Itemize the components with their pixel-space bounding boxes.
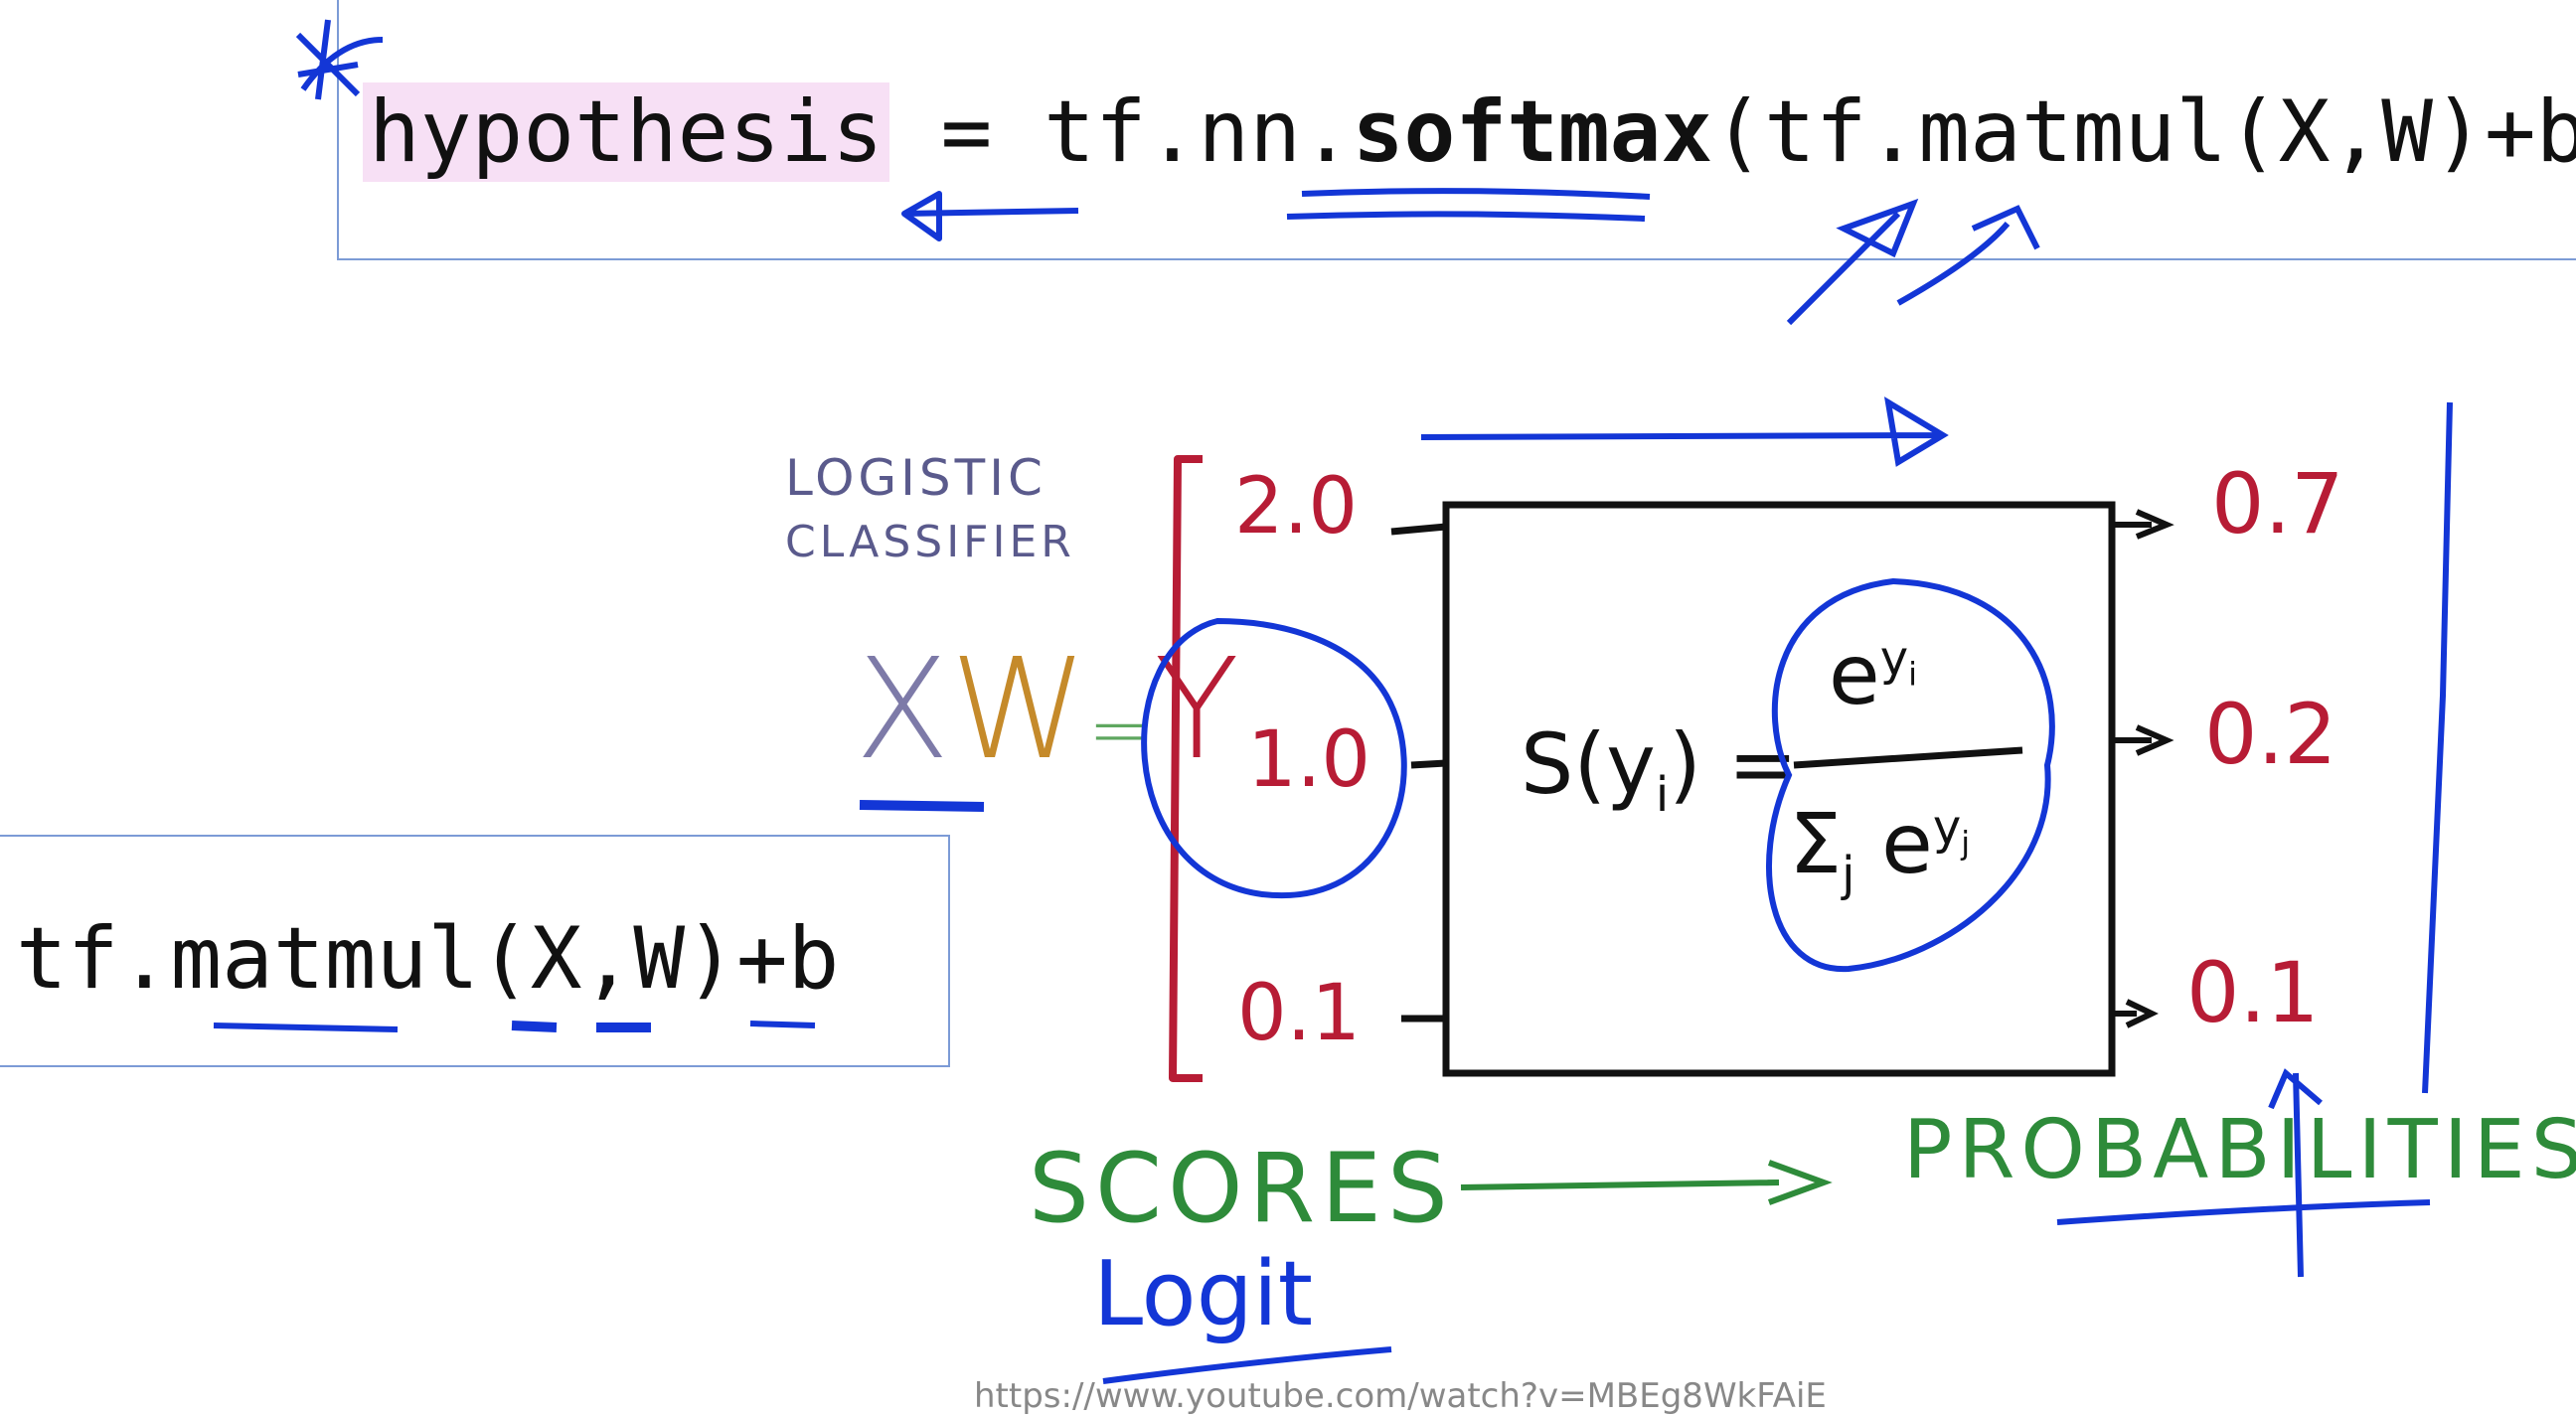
formula-s-of-y: S(y	[1521, 715, 1656, 813]
score-value: 1.0	[1247, 715, 1371, 805]
softmax-underline	[1286, 188, 1651, 222]
denominator-y: y	[1932, 800, 1962, 856]
blob-around-fraction	[1766, 577, 2055, 973]
scores-bracket	[1169, 455, 1203, 1082]
star-mark	[295, 19, 384, 100]
x-underline	[511, 1021, 558, 1032]
sum-sigma: Σ	[1789, 795, 1843, 892]
probability-value: 0.7	[2211, 455, 2344, 552]
probabilities-underline	[2056, 1199, 2431, 1225]
softmax-numerator: eyi	[1829, 626, 1917, 723]
matmul-args: (tf.matmul(X,W)+b)	[1712, 82, 2576, 182]
scores-label: SCORES	[1029, 1133, 1454, 1244]
input-line	[1410, 759, 1447, 769]
matmul-underline	[213, 1023, 399, 1032]
tf-nn-prefix: = tf.nn.	[888, 82, 1353, 182]
probabilities-label: PROBABILITIES	[1903, 1103, 2576, 1197]
denominator-e: e	[1881, 795, 1933, 892]
formula-lhs-subscript: i	[1655, 766, 1670, 823]
sum-subscript-j: j	[1842, 846, 1855, 902]
input-line	[1390, 523, 1447, 536]
score-value: 2.0	[1234, 462, 1359, 551]
bottom-code-line: tf.matmul(X,W)+b	[16, 909, 840, 1009]
logistic-label: LOGISTIC	[785, 449, 1046, 507]
arrow-to-x	[1786, 198, 1919, 326]
fraction-bar	[1793, 746, 2023, 769]
circle-around-score	[1141, 617, 1407, 899]
arrow-to-w	[1896, 205, 2040, 306]
logit-underline	[1102, 1346, 1392, 1384]
bottom-code-box	[0, 835, 950, 1067]
numerator-i: i	[1908, 655, 1917, 694]
probabilities-bracket	[2422, 401, 2453, 1094]
output-arrow	[2112, 509, 2174, 540]
scores-to-probabilities-arrow	[1460, 1160, 1833, 1205]
classifier-label: CLASSIFIER	[785, 517, 1075, 567]
softmax-formula-lhs: S(yi) =	[1521, 715, 1798, 823]
arrow-up-probabilities	[2268, 1068, 2323, 1278]
output-arrow	[2112, 724, 2174, 756]
b-underline	[749, 1021, 816, 1028]
probability-value: 0.1	[2186, 944, 2320, 1041]
numerator-y: y	[1879, 631, 1909, 687]
softmax-denominator: Σj eyj	[1789, 795, 1970, 902]
blue-arrow-right	[1420, 396, 1949, 467]
numerator-e: e	[1829, 626, 1880, 723]
xw-w: W	[949, 629, 1088, 791]
output-arrow	[2112, 999, 2159, 1028]
softmax-box	[1442, 501, 2116, 1077]
xw-x: X	[855, 629, 950, 791]
softmax-word: softmax	[1352, 82, 1713, 182]
logit-label: Logit	[1093, 1242, 1314, 1346]
probability-value: 0.2	[2204, 686, 2337, 783]
xw-underline	[859, 800, 985, 812]
top-code-line: hypothesis = tf.nn.softmax(tf.matmul(X,W…	[363, 78, 2576, 187]
top-code-box	[337, 0, 2576, 260]
hypothesis-word: hypothesis	[363, 82, 889, 182]
blue-arrow-left	[901, 191, 1079, 241]
score-value: 0.1	[1237, 969, 1362, 1058]
denominator-j: j	[1961, 824, 1971, 863]
